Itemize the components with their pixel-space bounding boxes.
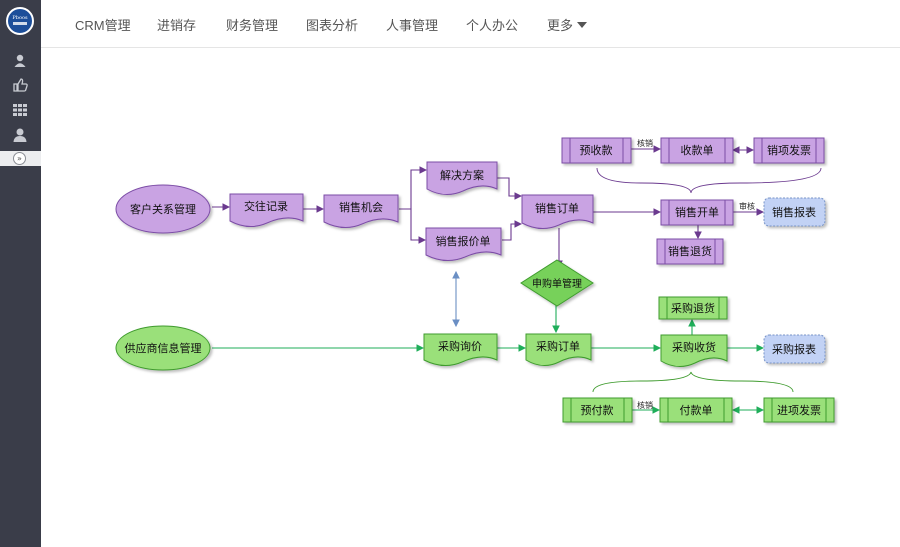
nav-item-finance[interactable]: 财务管理 <box>226 18 279 33</box>
purchase-edges <box>212 305 794 414</box>
caret-down-icon <box>577 22 588 28</box>
node-purchase-report[interactable]: 采购报表 <box>763 334 826 364</box>
node-crm[interactable]: 客户关系管理 <box>115 184 211 234</box>
node-inquiry-label: 采购询价 <box>438 339 482 353</box>
edge-label-verify-sales: 核销 <box>637 138 653 148</box>
node-supplier[interactable]: 供应商信息管理 <box>115 325 211 371</box>
node-prepayment[interactable]: 预付款 <box>562 397 633 423</box>
node-purchase-invoice[interactable]: 进项发票 <box>763 397 835 423</box>
nav-item-more[interactable]: 更多 <box>547 15 588 34</box>
node-purchase-receive-label: 采购收货 <box>672 340 716 354</box>
sidebar: Pboos » <box>0 0 41 547</box>
person-icon[interactable] <box>12 128 28 142</box>
node-purchase-receive[interactable]: 采购收货 <box>660 334 728 367</box>
user-icon[interactable] <box>12 54 28 68</box>
nav-item-hr[interactable]: 人事管理 <box>386 18 439 33</box>
node-purchase-return[interactable]: 采购退货 <box>658 296 728 320</box>
nav-item-charts[interactable]: 图表分析 <box>306 18 359 33</box>
node-receipt-label: 收款单 <box>681 143 714 157</box>
node-sales-order-label: 销售订单 <box>535 201 579 215</box>
node-opportunity-label: 销售机会 <box>339 200 383 214</box>
node-solution[interactable]: 解决方案 <box>426 161 498 195</box>
node-contact-label: 交往记录 <box>244 199 288 213</box>
node-sales-report-label: 销售报表 <box>772 205 816 219</box>
node-purchase-invoice-label: 进项发票 <box>777 403 821 417</box>
node-receipt[interactable]: 收款单 <box>660 137 734 164</box>
logo[interactable]: Pboos <box>6 7 34 35</box>
node-payment-label: 付款单 <box>680 403 713 417</box>
node-purchase-report-label: 采购报表 <box>772 342 816 356</box>
node-opportunity[interactable]: 销售机会 <box>323 194 399 228</box>
node-sales-invoice-label: 销项发票 <box>767 143 811 157</box>
top-navigation: CRM管理 进销存 财务管理 图表分析 人事管理 个人办公 更多 <box>41 0 900 48</box>
node-quote-label: 销售报价单 <box>436 234 491 248</box>
node-prepayment-label: 预付款 <box>581 403 614 417</box>
node-sales-return[interactable]: 销售退货 <box>656 238 724 265</box>
edge-label-audit: 审核 <box>739 201 755 211</box>
node-sales-invoice[interactable]: 销项发票 <box>753 137 825 164</box>
node-quote[interactable]: 销售报价单 <box>425 227 502 261</box>
node-advance-receipt[interactable]: 预收款 <box>561 137 632 164</box>
sales-edges <box>212 145 822 269</box>
node-sales-return-label: 销售退货 <box>668 244 712 258</box>
double-chevron-right-icon[interactable]: » <box>13 152 26 165</box>
node-advance-receipt-label: 预收款 <box>580 143 613 157</box>
node-contact-record[interactable]: 交往记录 <box>229 193 304 227</box>
node-crm-label: 客户关系管理 <box>130 202 196 216</box>
thumbs-up-icon[interactable] <box>12 78 28 92</box>
node-purchase-order[interactable]: 采购订单 <box>525 333 592 366</box>
node-supplier-label: 供应商信息管理 <box>125 341 202 355</box>
grid-icon[interactable] <box>12 103 28 117</box>
node-payment[interactable]: 付款单 <box>659 397 733 423</box>
node-purchase-order-label: 采购订单 <box>536 339 580 353</box>
edge-label-verify-purchase: 核销 <box>637 400 653 410</box>
node-sales-billing-label: 销售开单 <box>675 205 719 219</box>
logo-tagline: Pboos <box>12 15 28 21</box>
node-inquiry[interactable]: 采购询价 <box>423 333 498 366</box>
sidebar-collapse-bar[interactable]: » <box>0 151 41 166</box>
nav-item-office[interactable]: 个人办公 <box>466 18 519 33</box>
node-requisition-label: 申购单管理 <box>532 277 582 290</box>
nav-more-label: 更多 <box>547 18 574 33</box>
nav-item-crm[interactable]: CRM管理 <box>75 18 131 33</box>
nav-item-inventory[interactable]: 进销存 <box>157 18 197 33</box>
node-solution-label: 解决方案 <box>440 168 484 182</box>
node-purchase-return-label: 采购退货 <box>671 301 715 315</box>
node-sales-order[interactable]: 销售订单 <box>521 194 594 229</box>
node-sales-report[interactable]: 销售报表 <box>763 197 826 227</box>
node-sales-billing[interactable]: 销售开单 <box>660 199 734 226</box>
workflow-diagram: 核销 审核 核销 客户关系管理 交往记录 销售机会 解决方案 销售报价单 销售订… <box>41 48 900 547</box>
node-requisition[interactable]: 申购单管理 <box>520 259 594 307</box>
